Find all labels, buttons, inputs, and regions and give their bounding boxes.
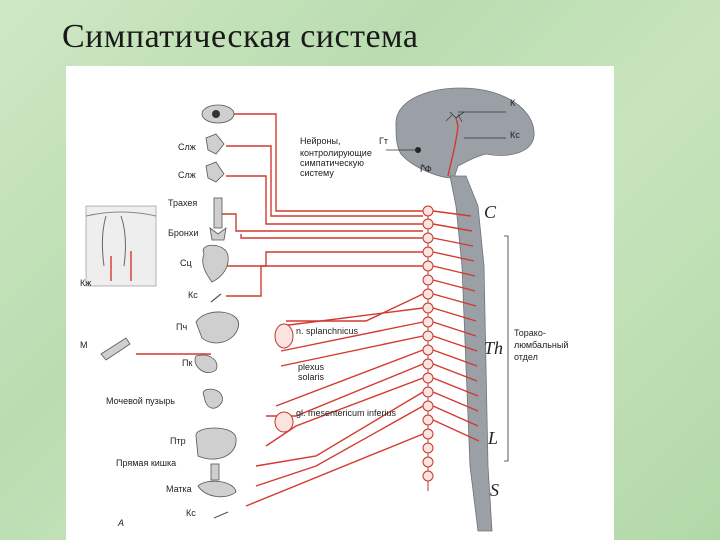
sympathetic-diagram: К Кс Нейроны, контролирующие симпатическ… (80, 87, 568, 532)
salivary-gland-2 (205, 161, 225, 183)
brain-nerve (447, 117, 459, 177)
brain (395, 87, 535, 179)
label-k: К (510, 98, 516, 108)
intestine (195, 427, 237, 460)
bronchi (209, 227, 227, 241)
label-th: Th (484, 338, 503, 358)
label-thoraco-2: люмбальный (514, 340, 568, 350)
trachea (213, 197, 223, 229)
label-trachea: Трахея (168, 198, 197, 208)
label-ks-2: Кс (186, 508, 196, 518)
label-splanchnicus: n. splanchnicus (296, 326, 359, 336)
label-sts: Сц (180, 258, 192, 268)
label-gf: ГФ (420, 164, 432, 174)
label-plexus: plexus (298, 362, 325, 372)
skin-section (85, 205, 157, 287)
bladder (202, 388, 223, 409)
spinal-to-chain-nerves (432, 210, 480, 442)
label-pch: Пч (176, 322, 187, 332)
label-s: S (490, 480, 499, 500)
label-bronchi: Бронхи (168, 228, 198, 238)
label-thoraco-1: Торако- (514, 328, 546, 338)
sympathetic-chain (422, 205, 434, 491)
label-uterus: Матка (166, 484, 192, 494)
label-l: L (487, 428, 498, 448)
label-slzh-2: Слж (178, 170, 196, 180)
label-gt: Гт (379, 136, 388, 146)
thoraco-bracket (504, 235, 509, 462)
plexus-solaris-ganglion (274, 323, 294, 349)
label-neurons-1: Нейроны, (300, 136, 340, 146)
mesentericum-ganglion (274, 411, 294, 433)
muscle (100, 337, 131, 361)
slide-title: Симпатическая система (62, 18, 419, 55)
brain-pointers (386, 111, 506, 171)
label-ptr: Птр (170, 436, 186, 446)
label-bladder: Мочевой пузырь (106, 396, 175, 406)
kidney (194, 354, 218, 373)
chain-to-organ-nerves (136, 113, 424, 507)
label-c: C (484, 202, 497, 222)
uterus (197, 480, 237, 498)
rectum (210, 463, 220, 481)
vessel-2 (213, 511, 229, 519)
label-m: М (80, 340, 88, 350)
label-neurons-3: симпатическую (300, 158, 364, 168)
salivary-gland-1 (205, 133, 225, 155)
vessel-1 (210, 293, 222, 303)
label-ks-1: Кс (188, 290, 198, 300)
heart (202, 244, 229, 283)
diagram-panel: К Кс Нейроны, контролирующие симпатическ… (66, 66, 614, 540)
label-a: А (117, 518, 124, 528)
organs (85, 104, 239, 519)
label-neurons-4: систему (300, 168, 334, 178)
label-pk: Пк (182, 358, 192, 368)
label-mesentericum: gl. mesentericum inferius (296, 408, 397, 418)
label-kzh: Кж (80, 278, 91, 288)
label-slzh-1: Слж (178, 142, 196, 152)
label-thoraco-3: отдел (514, 352, 538, 362)
label-kc: Кс (510, 130, 520, 140)
liver (195, 311, 239, 344)
spinal-cord (449, 175, 493, 532)
label-neurons-2: контролирующие (300, 148, 372, 158)
label-rectum: Прямая кишка (116, 458, 176, 468)
label-solaris: solaris (298, 372, 325, 382)
